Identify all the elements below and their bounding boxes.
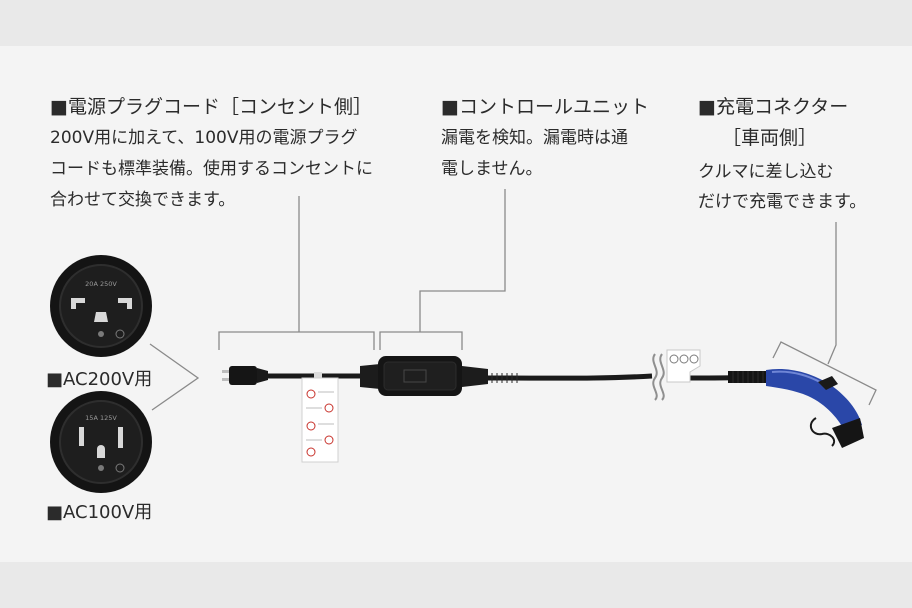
control-unit-bracket bbox=[379, 331, 463, 350]
power-cord-line-2: コードも標準装備。使用するコンセントに bbox=[50, 159, 373, 179]
control-unit-box bbox=[360, 356, 518, 396]
warning-tag bbox=[301, 372, 339, 463]
plug-200v-icon: 20A 250V bbox=[50, 255, 152, 357]
power-cord-line-3: 合わせて交換できます。 bbox=[50, 190, 236, 210]
control-unit-line-2: 電しません。 bbox=[441, 159, 543, 179]
cable-segment-2 bbox=[487, 373, 653, 381]
plug-200v-label: ■AC200V用 bbox=[46, 369, 153, 390]
connector-bracket bbox=[772, 341, 877, 406]
cable-tag bbox=[666, 349, 701, 383]
connector-title: ■充電コネクター bbox=[698, 96, 849, 118]
charging-connector bbox=[766, 368, 864, 448]
connector-subtitle: ［車両側］ bbox=[722, 127, 818, 149]
connector-line-2: だけで充電できます。 bbox=[698, 192, 867, 212]
diagram-panel bbox=[0, 46, 912, 562]
leader-lines bbox=[149, 189, 877, 411]
plug-100v-rating: 15A 125V bbox=[85, 414, 117, 422]
connector-strain-relief bbox=[728, 371, 768, 383]
plug-200v-rating: 20A 250V bbox=[85, 280, 117, 288]
control-unit-leader bbox=[419, 189, 506, 332]
connector-line-1: クルマに差し込む bbox=[698, 162, 834, 182]
plug-100v-label: ■AC100V用 bbox=[46, 502, 153, 523]
connector-leader bbox=[827, 222, 837, 365]
power-plug-head bbox=[222, 366, 268, 385]
plug-100v-icon: 15A 125V bbox=[50, 391, 152, 493]
power-cord-bracket bbox=[218, 331, 375, 350]
power-cord-line-1: 200V用に加えて、100V用の電源プラグ bbox=[50, 128, 358, 148]
power-cord-title: ■電源プラグコード［コンセント側］ bbox=[50, 96, 372, 118]
cable-break-mark bbox=[652, 353, 665, 401]
control-unit-title: ■コントロールユニット bbox=[441, 96, 649, 118]
plug-leader bbox=[149, 343, 200, 411]
control-unit-line-1: 漏電を検知。漏電時は通 bbox=[441, 128, 628, 148]
